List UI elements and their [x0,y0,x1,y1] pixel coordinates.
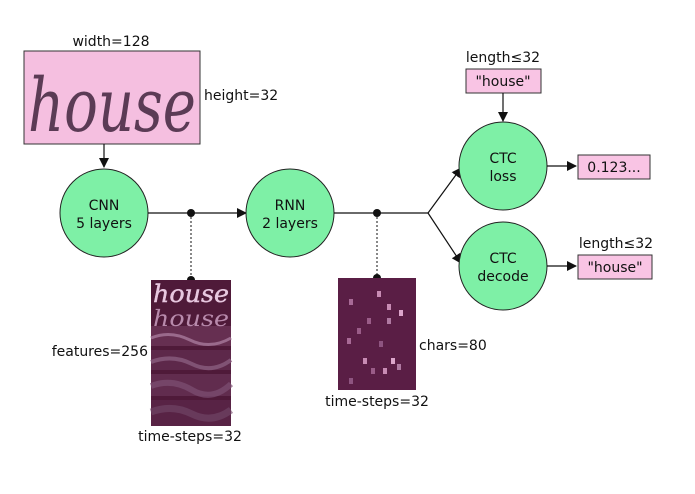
loss-output-box: 0.123... [577,154,651,180]
decode-length-label: length≤32 [579,236,653,252]
decode-output-text: "house" [587,260,642,276]
feature-preview-word-2: house [153,307,229,332]
rnn-title: RNN [275,198,306,214]
features-width-label: time-steps=32 [138,429,242,445]
ctc-decode-title: CTC [489,251,517,267]
rnn-subtitle: 2 layers [262,216,318,232]
ground-truth-text: "house" [475,74,530,90]
ctc-loss-title: CTC [489,151,517,167]
input-height-label: height=32 [204,88,278,104]
ctc-decode-node: CTC decode [458,221,548,311]
cnn-title: CNN [89,198,120,214]
chars-width-label: time-steps=32 [325,394,429,410]
input-width-label: width=128 [72,34,149,50]
cnn-subtitle: 5 layers [76,216,132,232]
decode-output-box: "house" [577,254,653,280]
loss-output-text: 0.123... [587,160,640,176]
cnn-node: CNN 5 layers [59,168,149,258]
arrow-split-to-decode [427,212,462,264]
rnn-node: RNN 2 layers [245,168,335,258]
arrow-split-to-loss [427,167,462,214]
input-word-text: house [28,63,196,149]
feature-preview-word-1: house [153,280,229,308]
feature-map: house house [149,280,234,426]
ctc-decode-subtitle: decode [477,269,528,285]
input-word-image: house [23,50,201,149]
features-height-label: features=256 [52,344,148,360]
gt-length-label: length≤32 [466,50,540,66]
chars-matrix [338,278,416,390]
ctc-loss-subtitle: loss [489,169,516,185]
ctc-loss-node: CTC loss [458,121,548,211]
ground-truth-box: "house" [465,68,542,94]
chars-height-label: chars=80 [419,338,487,354]
